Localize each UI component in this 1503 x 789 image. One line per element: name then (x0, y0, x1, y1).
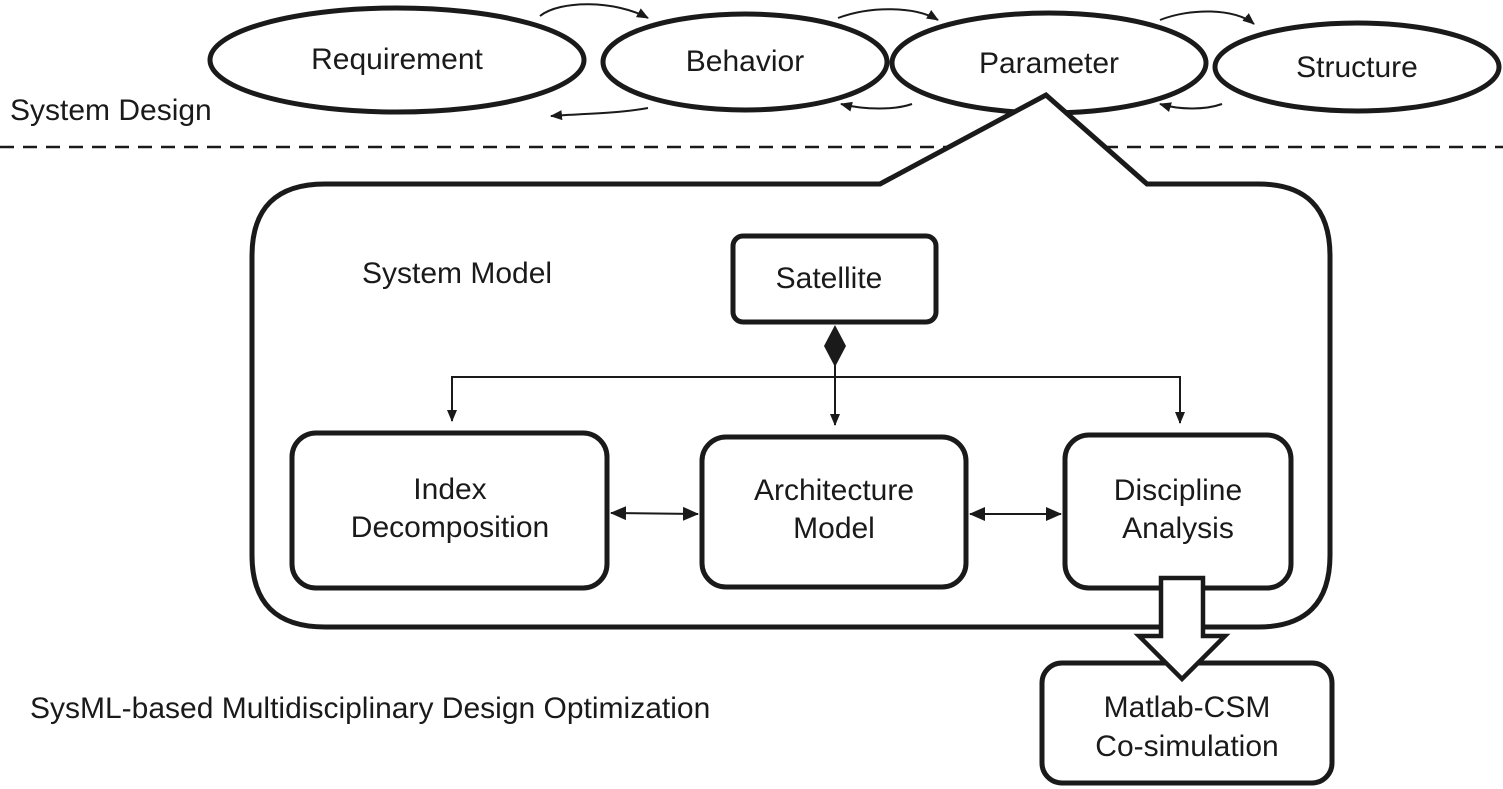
discipline-analysis-line1: Discipline (1114, 474, 1242, 507)
view-connector-requirement-behavior (539, 3, 649, 121)
matlab-csm-line2: Co-simulation (1095, 730, 1278, 763)
discipline-analysis-block: Discipline Analysis (1062, 432, 1294, 591)
composition-tree (447, 325, 1185, 426)
satellite-block: Satellite (730, 233, 939, 325)
architecture-model-block: Architecture Model (699, 434, 969, 590)
index-decomposition-line1: Index (413, 473, 486, 506)
satellite-label: Satellite (776, 262, 883, 295)
system-model-label: System Model (362, 257, 552, 290)
architecture-model-line2: Model (793, 512, 875, 545)
mdo-section-label: SysML-based Multidisciplinary Design Opt… (30, 692, 710, 725)
matlab-csm-line1: Matlab-CSM (1104, 691, 1271, 724)
view-connector-parameter-structure (1159, 10, 1255, 112)
composition-diamond (824, 325, 846, 367)
view-behavior: Behavior (600, 11, 890, 113)
architecture-model-line1: Architecture (754, 474, 914, 507)
view-structure-label: Structure (1296, 51, 1418, 84)
view-connector-behavior-parameter (837, 8, 939, 112)
index-decomposition-block: Index Decomposition (289, 430, 610, 591)
cosimulation-flow-arrow (1133, 575, 1231, 683)
view-requirement-label: Requirement (311, 43, 483, 76)
index-architecture-link (610, 506, 699, 521)
view-structure: Structure (1212, 20, 1502, 114)
system-design-label: System Design (10, 94, 212, 127)
view-parameter-label: Parameter (979, 47, 1119, 80)
view-requirement: Requirement (207, 5, 587, 115)
view-behavior-label: Behavior (686, 45, 804, 78)
matlab-csm-block: Matlab-CSM Co-simulation (1039, 660, 1335, 786)
discipline-analysis-line2: Analysis (1122, 512, 1234, 545)
index-decomposition-line2: Decomposition (351, 511, 549, 544)
